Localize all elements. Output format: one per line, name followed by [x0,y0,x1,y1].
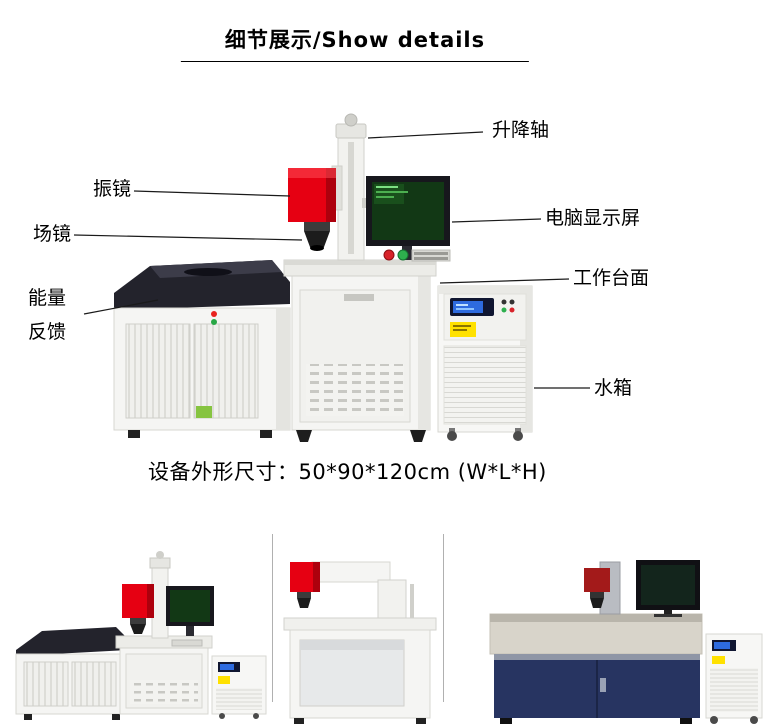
computer-monitor [366,176,451,262]
detail-figure: 升降轴 振镜 场镜 电脑显示屏 工作台面 能量 反馈 水箱 [28,113,650,442]
field-lens-cone [304,231,330,247]
leader-worktable [439,278,570,284]
galvo-head [288,165,343,251]
chiller-grille [443,345,527,425]
callout-computer-screen: 电脑显示屏 [545,207,641,229]
callout-energy: 能量 [28,287,67,309]
lens-mount [304,222,330,231]
caster-wheel [513,431,523,441]
callout-field-lens: 场镜 [33,223,72,245]
marking-machine [283,113,437,442]
leader-galvo-mirror [133,190,291,197]
gallery-divider [443,534,444,702]
callout-galvo-mirror: 振镜 [93,178,132,200]
indicator-light-red [211,311,217,317]
gallery-view-compact-machine [283,561,437,724]
gallery-strip-image [15,551,763,724]
lift-axis-knob [344,113,358,127]
galvo-red-box-small [584,568,610,592]
chiller-display [453,301,483,313]
gallery-view-navy-machine [489,560,763,724]
gallery-divider [272,534,273,702]
louver-door-right [193,323,259,419]
callout-water-tank: 水箱 [594,377,633,399]
indicator-light-green [211,319,217,325]
product-gallery [0,528,765,726]
leader-lift-axis [367,131,484,139]
green-label [196,406,212,418]
name-plate [344,294,374,301]
laser-source-cabinet [113,260,291,438]
main-product-image [73,113,590,442]
leader-energy-feedback [83,299,159,315]
callout-lines [73,131,590,389]
page-title: 细节展示/Show details [180,24,530,62]
dimensions-text: 设备外形尺寸：50*90*120cm (W*L*H) [148,460,547,484]
water-chiller [437,285,533,441]
gallery-view-full-set [15,551,267,720]
start-button [397,249,409,261]
keyboard [411,249,451,262]
callout-feedback: 反馈 [28,321,67,343]
caster-wheel [447,431,457,441]
callout-lift-axis: 升降轴 [492,119,550,141]
leader-computer-screen [451,218,542,223]
lid-vent [184,268,232,276]
vent-grid [306,364,404,416]
louver-door-left [125,323,191,419]
leader-field-lens [73,234,303,241]
stop-button [383,249,395,261]
callout-worktable: 工作台面 [573,267,650,289]
